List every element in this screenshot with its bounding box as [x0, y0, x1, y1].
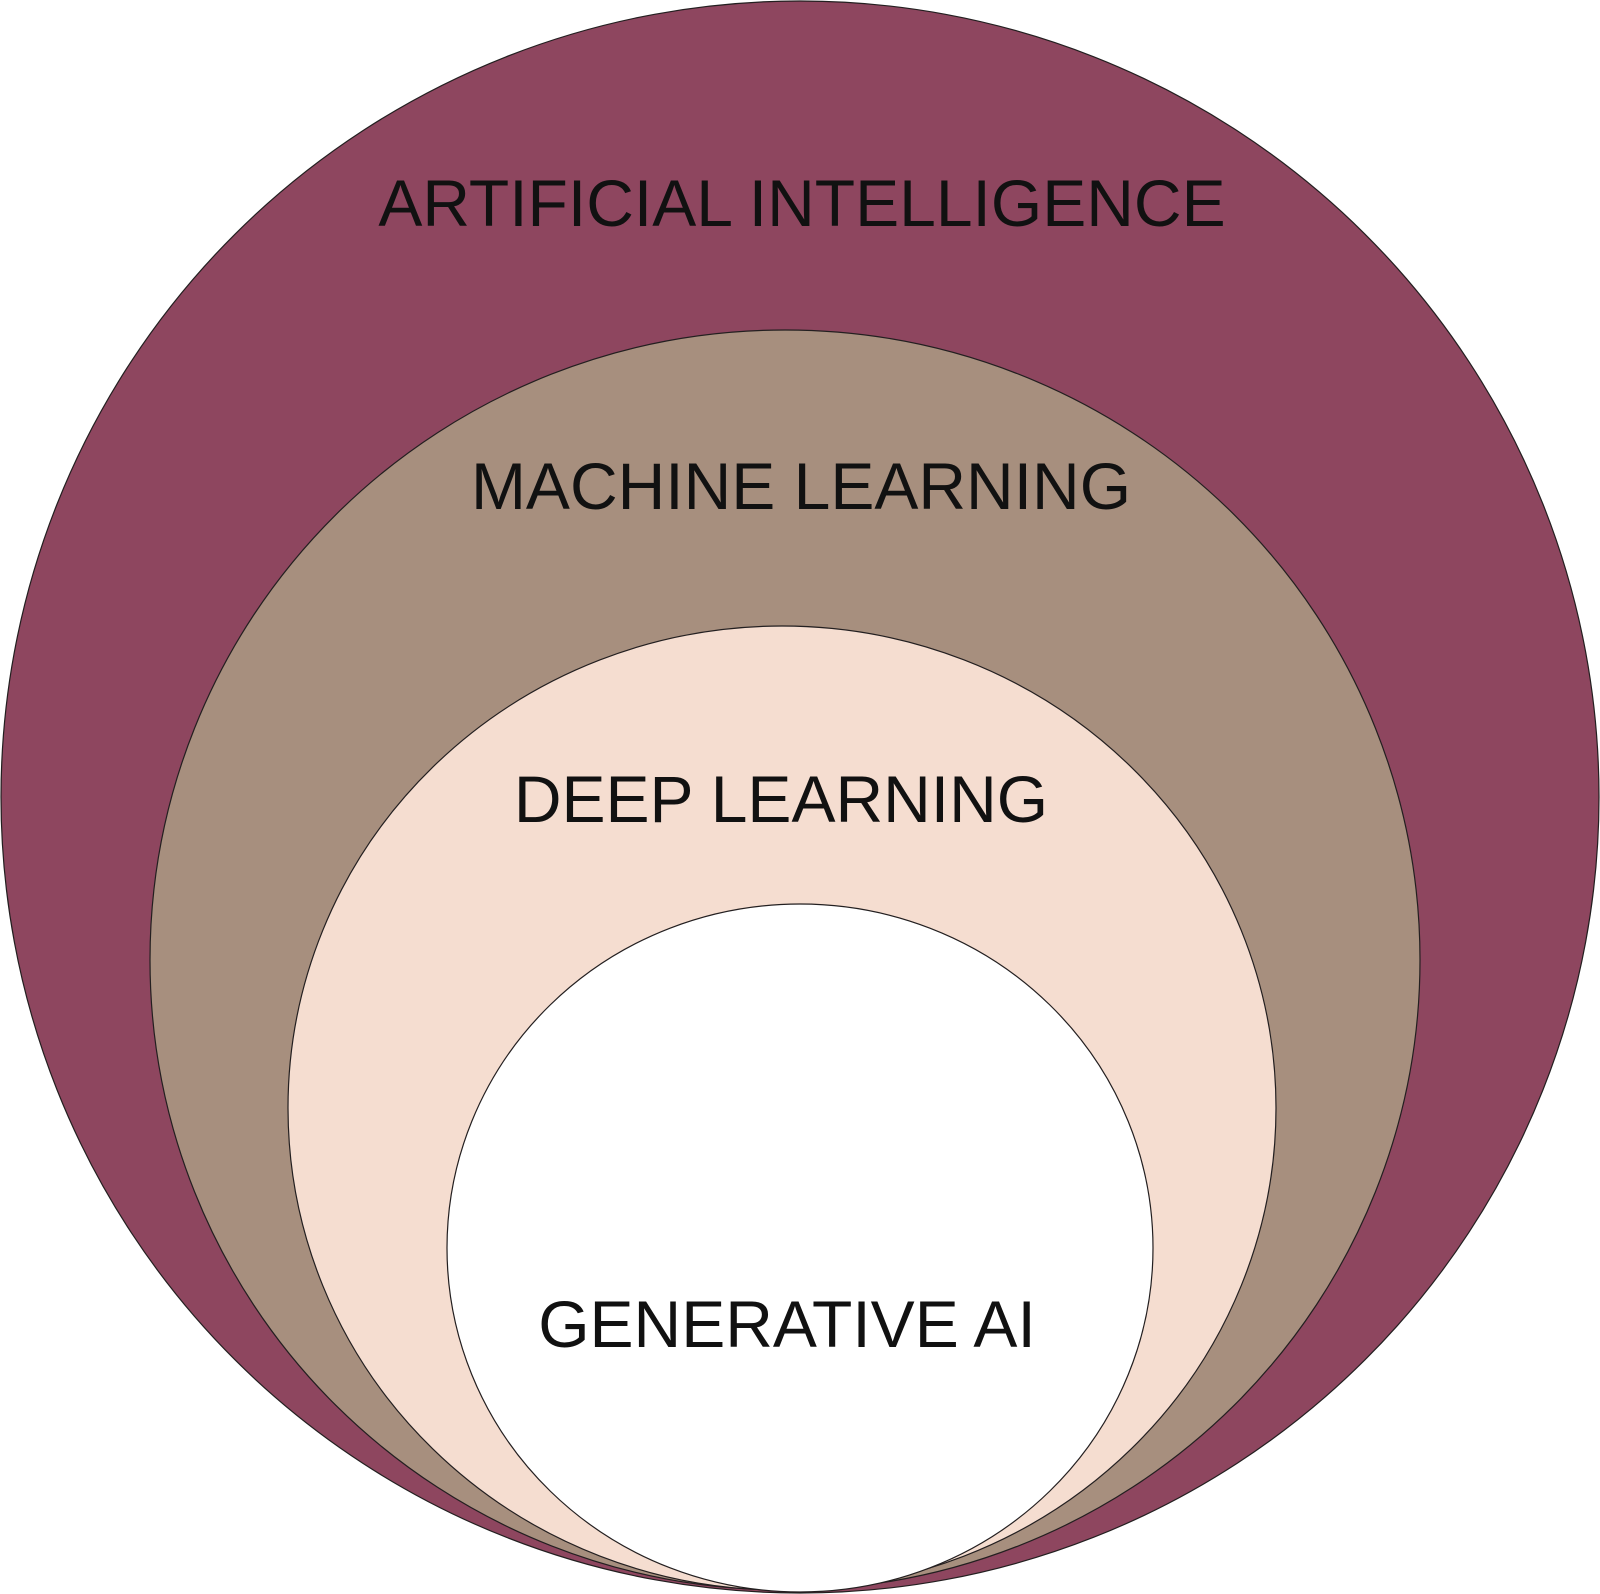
label-artificial-intelligence: ARTIFICIAL INTELLIGENCE	[378, 166, 1225, 240]
label-machine-learning: MACHINE LEARNING	[471, 449, 1131, 523]
label-generative-ai: GENERATIVE AI	[538, 1287, 1036, 1361]
label-deep-learning: DEEP LEARNING	[514, 762, 1048, 836]
ring-generative-ai	[446, 903, 1154, 1593]
